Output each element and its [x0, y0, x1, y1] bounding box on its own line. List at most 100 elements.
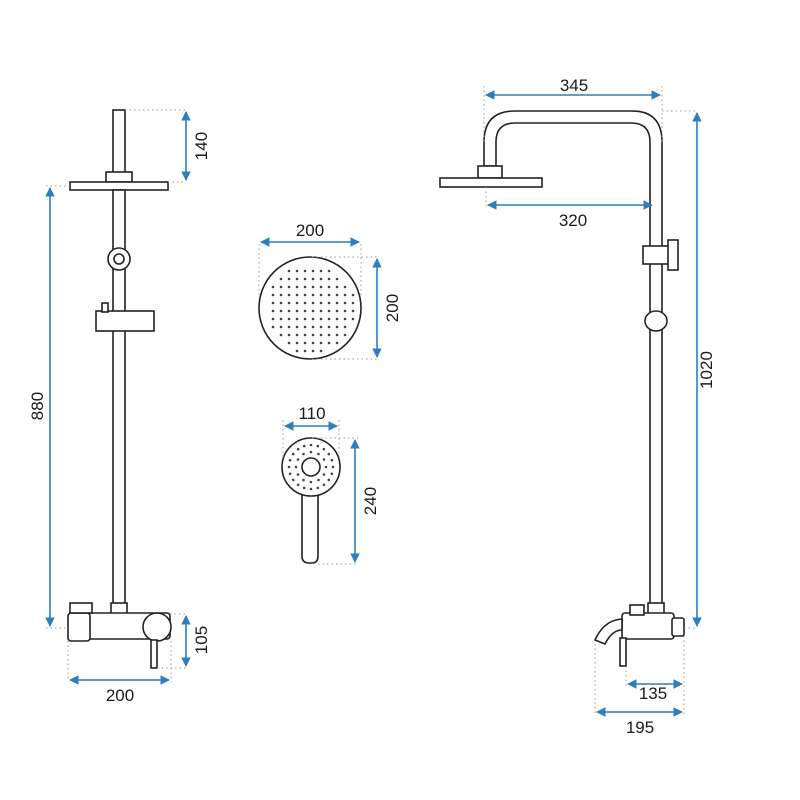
- nozzle-dot: [279, 309, 283, 313]
- label-side-arm-inner: 320: [559, 211, 587, 230]
- nozzle-dot: [296, 447, 300, 451]
- front-lever: [150, 639, 158, 669]
- nozzle-dot: [296, 458, 300, 461]
- nozzle-dot: [343, 293, 347, 297]
- nozzle-dot: [317, 478, 320, 482]
- front-top-pipe: [112, 109, 126, 175]
- label-side-total-height: 1020: [697, 351, 716, 389]
- label-front-total-height: 880: [28, 392, 47, 420]
- nozzle-dot: [295, 269, 299, 273]
- nozzle-dot: [327, 317, 331, 321]
- label-hand-length: 240: [361, 487, 380, 515]
- nozzle-dot: [343, 333, 347, 337]
- nozzle-dot: [295, 317, 299, 321]
- nozzle-dot: [311, 269, 315, 273]
- nozzle-dot: [311, 309, 315, 313]
- nozzle-dot: [287, 465, 291, 469]
- nozzle-dot: [319, 301, 323, 305]
- label-front-mixer-width: 200: [106, 686, 134, 705]
- nozzle-dot: [311, 349, 315, 353]
- nozzle-dot: [335, 309, 339, 313]
- nozzle-dot: [327, 333, 331, 337]
- nozzle-dot: [327, 309, 331, 313]
- side-view: 345 320 1020 135 195: [439, 76, 716, 737]
- nozzle-dot: [291, 478, 295, 482]
- nozzle-dot: [303, 277, 307, 281]
- front-slider-bracket: [95, 310, 155, 332]
- nozzle-dot: [327, 293, 331, 297]
- nozzle-dot: [335, 301, 339, 305]
- nozzle-dot: [311, 341, 315, 345]
- nozzle-dot: [303, 325, 307, 329]
- side-spout: [593, 618, 623, 646]
- nozzle-dot: [295, 325, 299, 329]
- nozzle-dot: [279, 277, 283, 281]
- nozzle-dot: [311, 277, 315, 281]
- nozzle-dot: [327, 301, 331, 305]
- nozzle-dot: [287, 325, 291, 329]
- nozzle-dot: [327, 325, 331, 329]
- nozzle-dot: [287, 317, 291, 321]
- nozzle-dot: [295, 333, 299, 337]
- nozzle-dot: [287, 277, 291, 281]
- rain-head-nozzles: [271, 269, 355, 353]
- front-rain-head: [69, 181, 169, 191]
- nozzle-dot: [279, 317, 283, 321]
- nozzle-dot: [302, 452, 305, 456]
- label-head-width: 200: [296, 221, 324, 240]
- label-head-height: 200: [383, 294, 402, 322]
- nozzle-dot: [319, 293, 323, 297]
- nozzle-dot: [279, 293, 283, 297]
- front-mixer-disk: [142, 612, 172, 642]
- nozzle-dot: [335, 333, 339, 337]
- nozzle-dot: [302, 478, 305, 482]
- rain-head-disk: [258, 256, 362, 360]
- rain-head-top-view: 200 200: [258, 221, 402, 360]
- nozzle-dot: [322, 483, 326, 487]
- nozzle-dot: [271, 293, 275, 297]
- nozzle-dot: [319, 285, 323, 289]
- nozzle-dot: [311, 285, 315, 289]
- nozzle-dot: [287, 293, 291, 297]
- nozzle-dot: [303, 293, 307, 297]
- nozzle-dot: [279, 333, 283, 337]
- nozzle-dot: [309, 450, 313, 454]
- front-spout-cap: [69, 602, 93, 614]
- nozzle-dot: [287, 309, 291, 313]
- nozzle-dot: [303, 309, 307, 313]
- nozzle-dot: [287, 341, 291, 345]
- hand-shower-view: 110 240: [281, 404, 380, 565]
- nozzle-dot: [319, 349, 323, 353]
- nozzle-dot: [302, 444, 306, 448]
- nozzle-dot: [343, 309, 347, 313]
- nozzle-dot: [331, 465, 335, 469]
- side-mixer-cap: [629, 604, 645, 616]
- nozzle-dot: [330, 472, 334, 476]
- nozzle-dot: [303, 333, 307, 337]
- nozzle-dot: [335, 325, 339, 329]
- nozzle-dot: [271, 325, 275, 329]
- nozzle-dot: [351, 317, 355, 321]
- nozzle-dot: [322, 473, 326, 476]
- side-wall-plate: [671, 617, 685, 637]
- nozzle-dot: [335, 341, 339, 345]
- nozzle-dot: [330, 458, 334, 462]
- nozzle-dot: [271, 317, 275, 321]
- label-hand-width: 110: [298, 404, 325, 423]
- nozzle-dot: [295, 341, 299, 345]
- nozzle-dot: [327, 478, 331, 482]
- nozzle-dot: [296, 473, 300, 476]
- nozzle-dot: [295, 301, 299, 305]
- side-rain-head: [439, 177, 543, 188]
- nozzle-dot: [311, 301, 315, 305]
- side-slider-ring: [644, 310, 668, 332]
- nozzle-dot: [319, 333, 323, 337]
- nozzle-dot: [327, 285, 331, 289]
- nozzle-dot: [343, 285, 347, 289]
- nozzle-dot: [311, 325, 315, 329]
- nozzle-dot: [271, 285, 275, 289]
- nozzle-dot: [324, 465, 328, 469]
- front-slider-pin: [101, 302, 109, 313]
- nozzle-dot: [316, 486, 320, 490]
- nozzle-dot: [343, 317, 347, 321]
